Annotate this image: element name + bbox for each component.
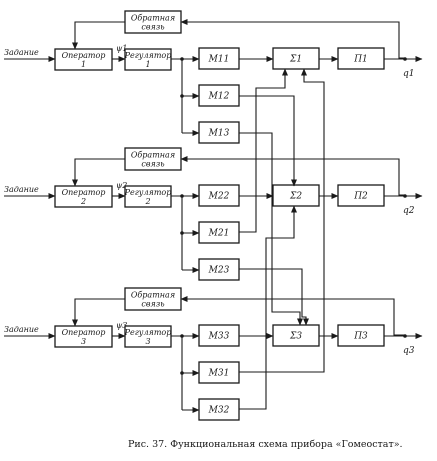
group-3-feedback-box (124, 287, 182, 311)
group-3-module-2-label: M31 (208, 369, 230, 379)
cross-coupling-wire-5 (239, 68, 325, 373)
group-3-feedback-return (72, 298, 125, 327)
group-3-operator-box-label-line2: 3 (81, 337, 86, 346)
group-2-output-dot (403, 194, 407, 198)
group-2-input-label: Задание (4, 185, 39, 194)
group-1-operator-box-label-line1: Оператор (62, 51, 106, 60)
group-3-module-3-label: M32 (208, 406, 230, 416)
group-2-regulator-box-label-line1: Регулятор (124, 188, 172, 197)
cross-coupling-wire-4 (239, 268, 309, 326)
group-1-feedback-return (72, 21, 125, 50)
group-1-feedback-box-label-line2: связь (141, 23, 164, 32)
group-3-feedback-box-label-line2: связь (141, 300, 164, 309)
group-2-feedback-box-label-line1: Обратная (131, 151, 175, 160)
group-3-module-1-label: M33 (208, 332, 230, 342)
group-3-regulator-box-label-line1: Регулятор (124, 328, 172, 337)
group-2-psi-label: ψ2 (116, 181, 127, 190)
group-3-fanout-dot (180, 334, 184, 338)
group-3-input-label: Задание (4, 325, 39, 334)
cross-coupling-wire-6 (239, 205, 297, 410)
group-1-operator-box-label-line2: 1 (81, 60, 86, 69)
group-1-output-label: q1 (403, 69, 415, 79)
group-2-module-1-label: M22 (208, 192, 230, 202)
group-1-feedback-box (124, 10, 182, 34)
group-2-module-2-label: M21 (208, 229, 230, 239)
group-2-operator-box-label-line2: 2 (80, 197, 86, 206)
figure-caption: Рис. 37. Функциональная схема прибора «Г… (128, 439, 403, 450)
group-1-output-dot (403, 57, 407, 61)
cross-coupling-wire-3 (239, 68, 288, 233)
group-1-feedback-wire (180, 19, 405, 59)
cross-coupling-wire-1 (239, 95, 297, 187)
group-1-sum-box-label: Σ1 (289, 55, 302, 65)
group-2-module-3-label: M23 (208, 266, 230, 276)
group-3-output-label: q3 (403, 346, 415, 356)
group-3-sum-box-label: Σ3 (289, 332, 302, 342)
group-3-output-dot (403, 334, 407, 338)
group-3-operator-box-label-line1: Оператор (62, 328, 106, 337)
group-1-fanout-dot (180, 57, 184, 61)
group-3-feedback-box-label-line1: Обратная (131, 291, 175, 300)
group-1-input-label: Задание (4, 48, 39, 57)
group-1-p-box-label: П1 (353, 55, 368, 65)
group-1-module-3-label: M13 (208, 129, 230, 139)
group-3-psi-label: ψ3 (116, 321, 127, 330)
group-2-output-label: q2 (403, 206, 415, 216)
cross-coupling-wire-2 (239, 132, 303, 326)
group-1-regulator-box-label-line2: 1 (145, 60, 150, 69)
group-3-feedback-wire (180, 296, 405, 336)
group-2-feedback-return (72, 158, 125, 187)
group-2-feedback-wire (180, 156, 405, 196)
group-2-fanout-dot (180, 194, 184, 198)
group-3-regulator-box-label-line2: 3 (145, 337, 150, 346)
group-2-operator-box-label-line1: Оператор (62, 188, 106, 197)
group-1-module-2-label: M12 (208, 92, 230, 102)
group-2-feedback-box-label-line2: связь (141, 160, 164, 169)
group-2-regulator-box-label-line2: 2 (144, 197, 150, 206)
group-3-p-box-label: П3 (353, 332, 368, 342)
group-2-p-box-label: П2 (353, 192, 368, 202)
group-1-module-1-label: M11 (208, 55, 230, 65)
group-2-sum-box-label: Σ2 (289, 192, 302, 202)
group-1-regulator-box-label-line1: Регулятор (124, 51, 172, 60)
group-1-feedback-box-label-line1: Обратная (131, 14, 175, 23)
group-1-psi-label: ψ1 (116, 44, 127, 53)
group-2-feedback-box (124, 147, 182, 171)
